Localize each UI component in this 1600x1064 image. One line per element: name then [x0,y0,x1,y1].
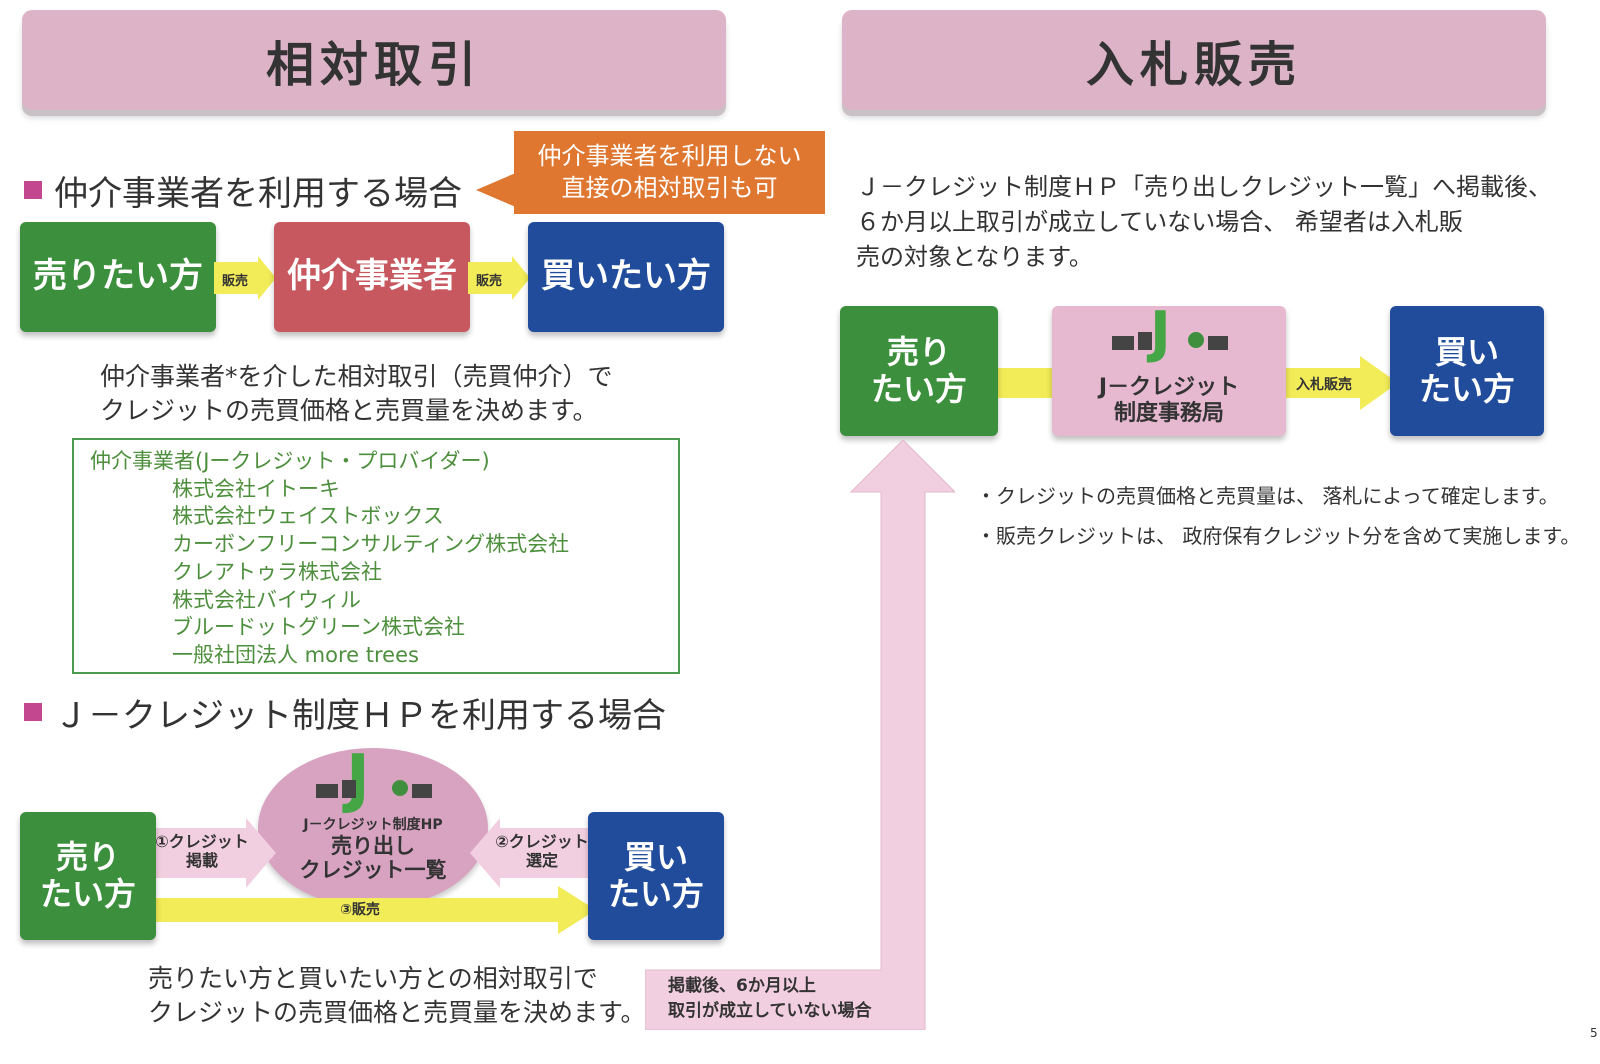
vertical-arrow-label-line-2: 取引が成立していない場合 [668,1000,872,1021]
hp-buyer-box: 買い たい方 [588,812,724,940]
step3-label: ③販売 [340,902,380,918]
hp-buyer-line-1: 買い [623,838,688,877]
section2-title: Ｊ－クレジット制度ＨＰを利用する場合 [24,688,666,736]
right-description-line-3: 売の対象となります。 [856,242,1093,271]
office-line-1: J－クレジット [1098,375,1240,401]
section2-description-line-1: 売りたい方と買いたい方との相対取引で [148,964,598,993]
callout-pointer-icon [476,172,518,208]
vertical-arrow-label-line-1: 掲載後、6か月以上 [668,976,816,996]
hp-hub-text: J－クレジット制度HP 売り出し クレジット一覧 [258,814,488,882]
callout-line-2: 直接の相対取引も可 [561,173,778,202]
vertical-arrow-label: 掲載後、6か月以上 取引が成立していない場合 [668,974,872,1023]
section1-description-line-2: クレジットの売買価格と売買量を決めます。 [100,395,598,425]
buyer-box: 買いたい方 [528,222,724,332]
provider-item: カーボンフリーコンサルティング株式会社 [172,532,570,557]
page-number: 5 [1590,1026,1598,1040]
step2-label: ②クレジット 選定 [492,832,592,870]
seller-box: 売りたい方 [20,222,216,332]
step1-label-line-1: ①クレジット [155,832,249,851]
right-description-line-1: Ｊ－クレジット制度ＨＰ「売り出しクレジット一覧」へ掲載後、 [856,173,1552,201]
auction-buyer-line-1: 買い [1434,333,1499,372]
sell-arrow-label-2: 販売 [476,274,503,289]
auction-buyer-line-2: たい方 [1418,370,1515,408]
seller-box-label: 売りたい方 [33,256,203,297]
hp-seller-box: 売り たい方 [20,812,156,940]
auction-buyer-box: 買い たい方 [1390,306,1544,436]
step1-arrow-icon [150,818,276,888]
left-header-title: 相対取引 [265,37,482,93]
sell-arrow-icon-2 [468,256,530,300]
section2-description: 売りたい方と買いたい方との相対取引で クレジットの売買価格と売買量を決めます。 [148,962,646,1030]
right-bullet-1: ・クレジットの売買価格と売買量は、 落札によって確定します。 [976,484,1559,508]
hp-hub-sub: J－クレジット制度HP [303,817,443,833]
auction-seller-line-1: 売り [886,333,951,372]
step2-label-line-1: ②クレジット [495,832,589,851]
hp-seller-line-2: たい方 [39,875,136,913]
provider-item: 一般社団法人 more trees [172,643,419,668]
broker-box-label: 仲介事業者 [287,256,457,297]
bullet-square-icon [24,703,42,721]
bullet-square-icon [24,181,42,199]
provider-list-heading: 仲介事業者(Jークレジット・プロバイダー) [90,449,490,473]
right-bullet-2: ・販売クレジットは、 政府保有クレジット分を含めて実施します。 [976,524,1581,548]
callout-line-1: 仲介事業者を利用しない [537,142,802,171]
hp-buyer-line-2: たい方 [607,875,704,913]
section1-title: 仲介事業者を利用する場合 [24,166,462,214]
provider-item: 株式会社バイウィル [172,587,361,612]
auction-arrow-label: 入札販売 [1296,377,1352,393]
auction-seller-line-2: たい方 [870,370,967,408]
office-line-2: 制度事務局 [1113,400,1224,426]
section1-title-text: 仲介事業者を利用する場合 [54,173,462,214]
right-bullets: ・クレジットの売買価格と売買量は、 落札によって確定します。 ・販売クレジットは… [976,476,1580,556]
vertical-up-arrow-icon [645,440,955,1030]
provider-item: 株式会社ウェイストボックス [172,504,444,529]
provider-list-box: 仲介事業者(Jークレジット・プロバイダー) 株式会社イトーキ 株式会社ウェイスト… [72,438,680,674]
step2-arrow-icon [470,818,596,888]
section2-description-line-2: クレジットの売買価格と売買量を決めます。 [148,997,646,1027]
hp-hub-ellipse [258,748,488,908]
hp-seller-line-1: 売り [55,838,120,877]
right-header-title: 入札販売 [1085,37,1302,93]
office-town-icon [1112,332,1228,350]
section1-description-line-1: 仲介事業者*を介した相対取引（売買仲介）で [100,362,613,391]
left-header: 相対取引 [22,10,726,110]
auction-seller-box: 売り たい方 [840,306,998,436]
town-decoration-icon [316,780,432,798]
right-description: Ｊ－クレジット制度ＨＰ「売り出しクレジット一覧」へ掲載後、 ６か月以上取引が成立… [856,170,1552,274]
provider-item: ブルードットグリーン株式会社 [172,615,465,640]
right-description-line-2: ６か月以上取引が成立していない場合、 希望者は入札販 [856,207,1463,236]
provider-list-items: 株式会社イトーキ 株式会社ウェイストボックス カーボンフリーコンサルティング株式… [90,476,678,670]
section1-description: 仲介事業者*を介した相対取引（売買仲介）で クレジットの売買価格と売買量を決めま… [100,360,613,428]
provider-item: クレアトゥラ株式会社 [172,559,382,584]
right-header: 入札販売 [842,10,1546,110]
hp-hub-main-1: 売り出し [331,834,415,858]
section2-title-text: Ｊ－クレジット制度ＨＰを利用する場合 [54,695,666,736]
sell-arrow-label-1: 販売 [222,274,249,289]
step1-label: ①クレジット 掲載 [152,832,252,870]
step1-label-line-2: 掲載 [185,851,218,871]
callout-box: 仲介事業者を利用しない 直接の相対取引も可 [514,131,825,214]
provider-item: 株式会社イトーキ [172,476,340,501]
step3-arrow-icon [150,886,596,934]
office-box: J－クレジット 制度事務局 [1052,306,1286,436]
broker-box: 仲介事業者 [274,222,470,332]
buyer-box-label: 買いたい方 [541,256,711,297]
step2-label-line-2: 選定 [525,851,558,871]
hp-hub-main-2: クレジット一覧 [299,858,447,883]
office-j-logo-icon: J [1150,300,1171,365]
sell-arrow-icon-1 [214,256,276,300]
